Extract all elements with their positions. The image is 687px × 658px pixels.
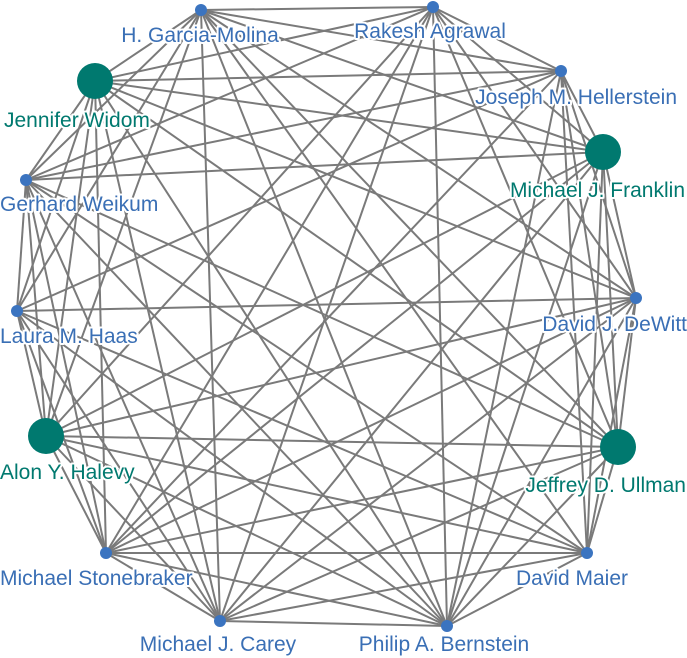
node-label-bernstein: Philip A. Bernstein	[359, 633, 529, 656]
edge-hellerstein-ullman	[560, 70, 619, 448]
edge-agrawal-carey	[219, 6, 434, 622]
node-label-franklin: Michael J. Franklin	[510, 179, 685, 202]
node-maier	[581, 547, 593, 559]
edge-halevy-widom	[45, 80, 96, 437]
edge-franklin-dewitt	[602, 151, 637, 299]
node-franklin	[585, 134, 621, 170]
node-ullman	[600, 429, 636, 465]
node-dewitt	[630, 292, 642, 304]
edge-garcia-haas	[16, 9, 202, 312]
edge-ullman-halevy	[45, 435, 619, 448]
edge-maier-haas	[16, 310, 588, 554]
node-label-stonebraker: Michael Stonebraker	[0, 567, 193, 590]
edge-franklin-widom	[94, 80, 604, 153]
edge-haas-weikum	[16, 179, 27, 312]
edge-hellerstein-haas	[16, 70, 562, 312]
edge-carey-haas	[16, 310, 221, 622]
edge-hellerstein-dewitt	[560, 70, 637, 299]
node-label-ullman: Jeffrey D. Ullman	[525, 474, 686, 497]
edge-hellerstein-widom	[94, 70, 562, 82]
edge-garcia-franklin	[200, 9, 604, 153]
node-label-dewitt: David J. DeWitt	[542, 313, 687, 336]
edge-ullman-bernstein	[446, 446, 619, 627]
node-bernstein	[441, 620, 453, 632]
edge-garcia-widom	[94, 9, 202, 82]
edge-agrawal-bernstein	[432, 6, 448, 627]
edge-garcia-ullman	[200, 9, 619, 448]
edge-carey-weikum	[25, 179, 221, 622]
edge-agrawal-weikum	[25, 6, 434, 181]
edge-garcia-carey	[200, 9, 221, 622]
edge-maier-carey	[219, 552, 588, 622]
edge-garcia-bernstein	[200, 9, 448, 627]
edge-franklin-weikum	[25, 151, 604, 181]
node-label-weikum: Gerhard Weikum	[0, 193, 158, 216]
edge-haas-widom	[16, 80, 96, 312]
edge-halevy-haas	[16, 310, 47, 437]
edge-franklin-maier	[586, 151, 604, 554]
edge-hellerstein-bernstein	[446, 70, 562, 627]
node-label-agrawal: Rakesh Agrawal	[354, 20, 506, 43]
edge-agrawal-dewitt	[432, 6, 637, 299]
node-stonebraker	[100, 547, 112, 559]
edge-halevy-weikum	[25, 179, 47, 437]
edge-carey-stonebraker	[105, 552, 221, 622]
node-label-garcia: H. Garcia-Molina	[121, 24, 279, 47]
node-label-hellerstein: Joseph M. Hellerstein	[475, 86, 677, 109]
edge-bernstein-haas	[16, 310, 448, 627]
edge-dewitt-haas	[16, 297, 637, 312]
edge-bernstein-stonebraker	[105, 552, 448, 627]
edge-dewitt-maier	[586, 297, 637, 554]
edge-franklin-bernstein	[446, 151, 604, 627]
edge-weikum-widom	[25, 80, 96, 181]
edge-bernstein-carey	[219, 620, 448, 627]
node-carey	[214, 615, 226, 627]
edge-franklin-halevy	[45, 151, 604, 437]
edge-dewitt-halevy	[45, 297, 637, 437]
node-garcia	[195, 4, 207, 16]
edge-ullman-widom	[94, 80, 619, 448]
node-widom	[77, 63, 113, 99]
edge-agrawal-stonebraker	[105, 6, 434, 554]
node-halevy	[28, 418, 64, 454]
edge-dewitt-ullman	[617, 297, 637, 448]
node-weikum	[20, 174, 32, 186]
node-label-widom: Jennifer Widom	[4, 109, 150, 132]
edge-dewitt-carey	[219, 297, 637, 622]
edge-agrawal-hellerstein	[432, 6, 562, 72]
edge-maier-halevy	[45, 435, 588, 554]
edge-garcia-agrawal	[200, 6, 434, 11]
node-label-halevy: Alon Y. Halevy	[0, 461, 135, 484]
edge-maier-weikum	[25, 179, 588, 554]
edge-agrawal-halevy	[45, 6, 434, 437]
edge-ullman-weikum	[25, 179, 619, 448]
edge-ullman-stonebraker	[105, 446, 619, 554]
edge-ullman-maier	[586, 446, 619, 554]
edge-maier-bernstein	[446, 552, 588, 627]
edge-stonebraker-widom	[94, 80, 107, 554]
edge-bernstein-weikum	[25, 179, 448, 627]
node-label-carey: Michael J. Carey	[140, 633, 297, 656]
edge-stonebraker-halevy	[45, 435, 107, 554]
edge-garcia-maier	[200, 9, 588, 554]
edge-bernstein-halevy	[45, 435, 448, 627]
edge-dewitt-widom	[94, 80, 637, 299]
edge-franklin-carey	[219, 151, 604, 622]
node-label-maier: David Maier	[516, 567, 628, 590]
node-label-haas: Laura M. Haas	[0, 325, 138, 348]
node-haas	[11, 305, 23, 317]
edge-agrawal-ullman	[432, 6, 619, 448]
edge-agrawal-widom	[94, 6, 434, 82]
node-layer	[11, 1, 642, 632]
edge-garcia-hellerstein	[200, 9, 562, 72]
node-agrawal	[427, 1, 439, 13]
edge-bernstein-widom	[94, 80, 448, 627]
edge-hellerstein-weikum	[25, 70, 562, 181]
edge-garcia-dewitt	[200, 9, 637, 299]
edge-hellerstein-stonebraker	[105, 70, 562, 554]
edge-carey-widom	[94, 80, 221, 622]
node-hellerstein	[555, 65, 567, 77]
